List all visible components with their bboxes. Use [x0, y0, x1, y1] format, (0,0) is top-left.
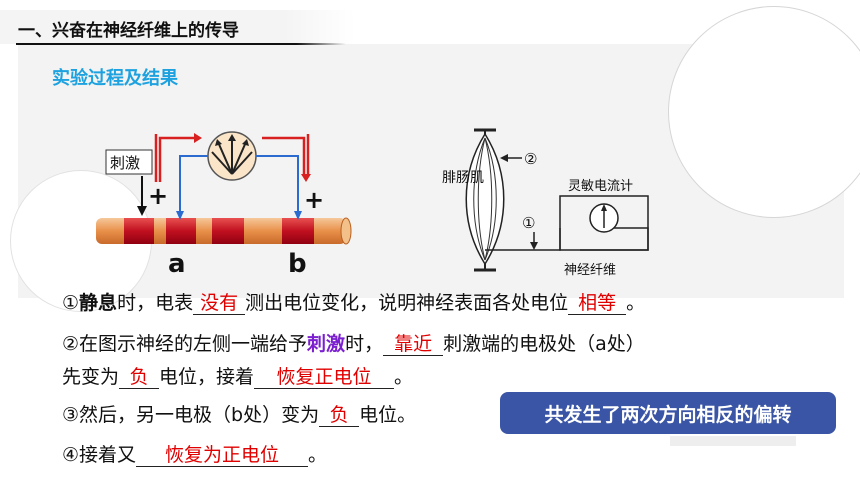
left-electrode-wire — [179, 155, 208, 218]
muscle-shape — [465, 132, 505, 266]
nerve-band — [124, 218, 154, 244]
fiber-label: 神经纤维 — [564, 263, 616, 278]
marker-1: ① — [522, 214, 535, 232]
decorative-circle — [668, 6, 860, 218]
nerve-band — [166, 218, 196, 244]
muscle-label: 腓肠肌 — [442, 170, 484, 186]
header-underline — [16, 43, 346, 45]
line2-text: 刺激端的电极处（a处） — [443, 333, 645, 355]
answer-blank: 负 — [319, 404, 360, 427]
right-electrode-wire — [256, 155, 299, 218]
answer-blank: 没有 — [193, 292, 246, 315]
stimulus-label: 刺激 — [110, 154, 140, 172]
line1-number: ① — [62, 292, 80, 314]
line3-text: 先变为 — [62, 366, 120, 388]
galvanometer-needles — [211, 138, 253, 175]
text-line-2: ②在图示神经的左侧一端给予刺激时，靠近刺激端的电极处（a处） — [62, 329, 645, 356]
line2-text: ②在图示神经的左侧一端给予 — [62, 333, 308, 355]
line4-text: ③然后，另一电极（b处）变为 — [62, 404, 320, 426]
section-title: 一、兴奋在神经纤维上的传导 — [18, 21, 239, 41]
stimulus-box — [105, 149, 153, 175]
current-arrow-left — [158, 136, 198, 182]
nerve-band — [282, 218, 314, 244]
text-line-5: ④接着又恢复为正电位。 — [62, 440, 327, 467]
line1-keyword: 静息 — [79, 292, 118, 314]
line5-end: 。 — [308, 444, 328, 466]
marker-2: ② — [524, 150, 537, 168]
line1-end: 。 — [626, 292, 646, 314]
nerve-experiment-diagram: 刺激 + + a b — [96, 131, 352, 279]
text-line-4: ③然后，另一电极（b处）变为负电位。 — [62, 400, 416, 427]
line1-text: 测出电位变化，说明神经表面各处电位 — [245, 292, 569, 314]
header-bar — [0, 10, 355, 44]
line1-text: 时，电表 — [117, 292, 194, 314]
line4-text: 电位。 — [359, 404, 417, 426]
plus-left: + — [148, 182, 168, 210]
nerve-band — [212, 218, 244, 244]
callout-shadow — [670, 436, 796, 446]
line3-end: 。 — [394, 366, 414, 388]
line3-text: 电位，接着 — [159, 366, 255, 388]
answer-blank: 恢复为正电位 — [136, 444, 309, 467]
answer-blank: 相等 — [568, 292, 627, 315]
line2-text: 时， — [345, 333, 384, 355]
text-line-1: ①静息时，电表没有测出电位变化，说明神经表面各处电位相等。 — [62, 288, 645, 315]
summary-callout: 共发生了两次方向相反的偏转 — [500, 392, 836, 434]
line5-text: ④接着又 — [62, 444, 137, 466]
answer-blank: 负 — [119, 366, 160, 389]
text-line-3: 先变为负电位，接着恢复正电位。 — [62, 362, 413, 389]
subtitle: 实验过程及结果 — [52, 68, 178, 89]
line2-keyword: 刺激 — [307, 333, 346, 355]
label-b: b — [288, 249, 307, 279]
plus-right: + — [304, 186, 324, 214]
galvanometer-label: 灵敏电流计 — [568, 179, 633, 194]
label-a: a — [168, 249, 186, 279]
answer-blank: 靠近 — [383, 333, 444, 356]
current-arrow-right — [262, 136, 306, 176]
muscle-experiment-diagram: 腓肠肌 ② 灵敏电流计 ① 神经纤维 — [442, 128, 649, 278]
answer-blank: 恢复正电位 — [254, 366, 395, 389]
